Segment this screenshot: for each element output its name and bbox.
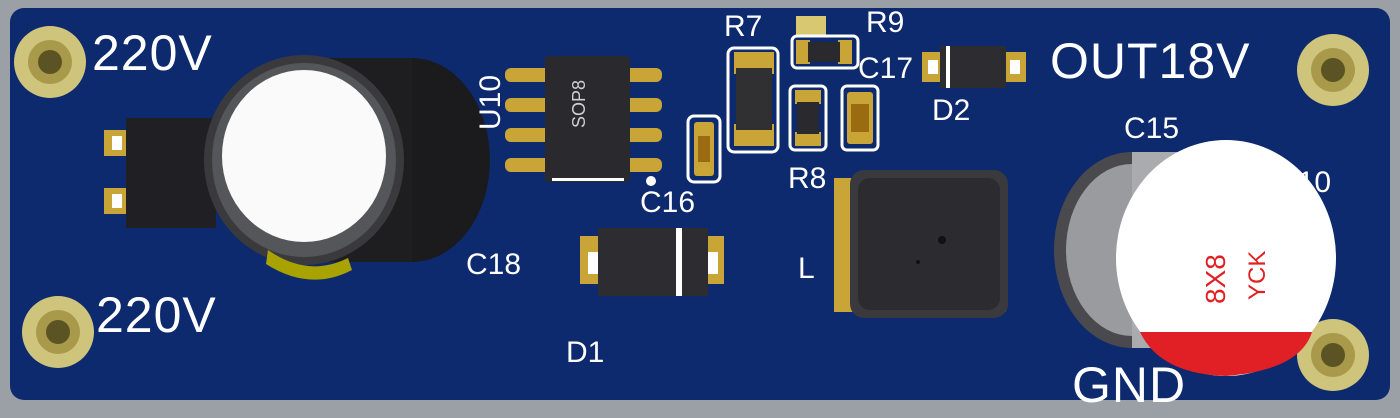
mounting-hole-top-left (14, 26, 86, 98)
resistor-r8 (788, 84, 828, 152)
mounting-hole-bottom-left (22, 296, 94, 368)
capacitor-c16 (646, 114, 722, 186)
capacitor-c18-body (204, 55, 490, 280)
ref-l: L (798, 252, 815, 285)
bridge-rectifier (104, 118, 216, 228)
diode-d1 (580, 228, 724, 296)
ref-c16: C16 (640, 186, 696, 219)
capacitor-size-marking: 8X8 (1200, 254, 1231, 304)
ref-c15: C15 (1124, 112, 1180, 145)
label-220v-top: 220V (92, 25, 213, 81)
ref-d2: D2 (932, 94, 971, 127)
ref-c17: C17 (858, 52, 914, 85)
inductor-l (834, 170, 1008, 318)
label-gnd: GND (1072, 357, 1187, 413)
resistor-r7 (726, 46, 780, 154)
chip-u10 (505, 56, 662, 182)
ref-d1: D1 (566, 336, 605, 369)
diode-d2 (922, 46, 1026, 88)
resistor-r9 (790, 16, 860, 70)
capacitor-c17 (840, 84, 880, 152)
capacitor-c15-body (1054, 140, 1336, 376)
ref-c18: C18 (466, 248, 522, 281)
ref-r10: R10 (1276, 166, 1332, 199)
chip-marking: SOP8 (569, 79, 589, 128)
mounting-hole-bottom-right (1297, 319, 1369, 391)
label-220v-bottom: 220V (96, 287, 217, 343)
capacitor-brand-marking: YCK (1244, 250, 1271, 300)
ref-r9: R9 (866, 6, 905, 39)
ref-r7: R7 (724, 10, 763, 43)
ref-r8: R8 (788, 162, 827, 195)
ref-u10: U10 (474, 74, 507, 130)
label-out-18v: OUT18V (1050, 33, 1251, 89)
mounting-hole-top-right (1297, 34, 1369, 106)
